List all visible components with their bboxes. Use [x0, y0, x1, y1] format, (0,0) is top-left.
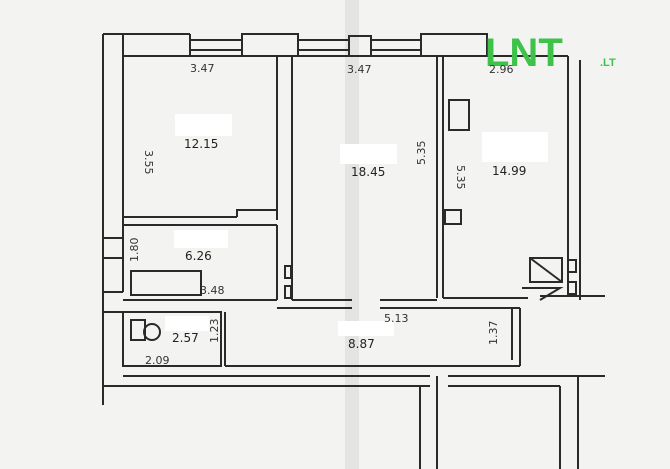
- dim-room3-height: 5.35: [454, 165, 467, 190]
- area-room1: 12.15: [184, 137, 218, 151]
- dim-room3-width: 2.96: [489, 63, 514, 76]
- lnt-logo-suffix: .LT: [600, 57, 616, 69]
- dim-hall-width: 5.13: [384, 312, 409, 325]
- paper-fold: [345, 0, 359, 469]
- dim-wc-width: 2.09: [145, 354, 170, 367]
- area-room3: 14.99: [492, 164, 526, 178]
- dim-hall-height: 1.37: [487, 321, 500, 346]
- dim-wc-height: 1.23: [208, 319, 221, 344]
- dim-kitchen-width: 3.48: [200, 284, 225, 297]
- area-kitchen: 6.26: [185, 249, 212, 263]
- walls: [102, 33, 605, 469]
- area-room2: 18.45: [351, 165, 385, 179]
- dim-room1-width: 3.47: [190, 62, 215, 75]
- masked-labels: [165, 114, 548, 336]
- dim-room2-height: 5.35: [415, 141, 428, 166]
- lnt-logo: LNT: [485, 31, 563, 75]
- area-hall: 8.87: [348, 337, 375, 351]
- area-wc: 2.57: [172, 331, 199, 345]
- dim-room2-width: 3.47: [347, 63, 372, 76]
- dim-kitchen-height: 1.80: [128, 238, 141, 263]
- dim-room1-height: 3.55: [142, 150, 155, 175]
